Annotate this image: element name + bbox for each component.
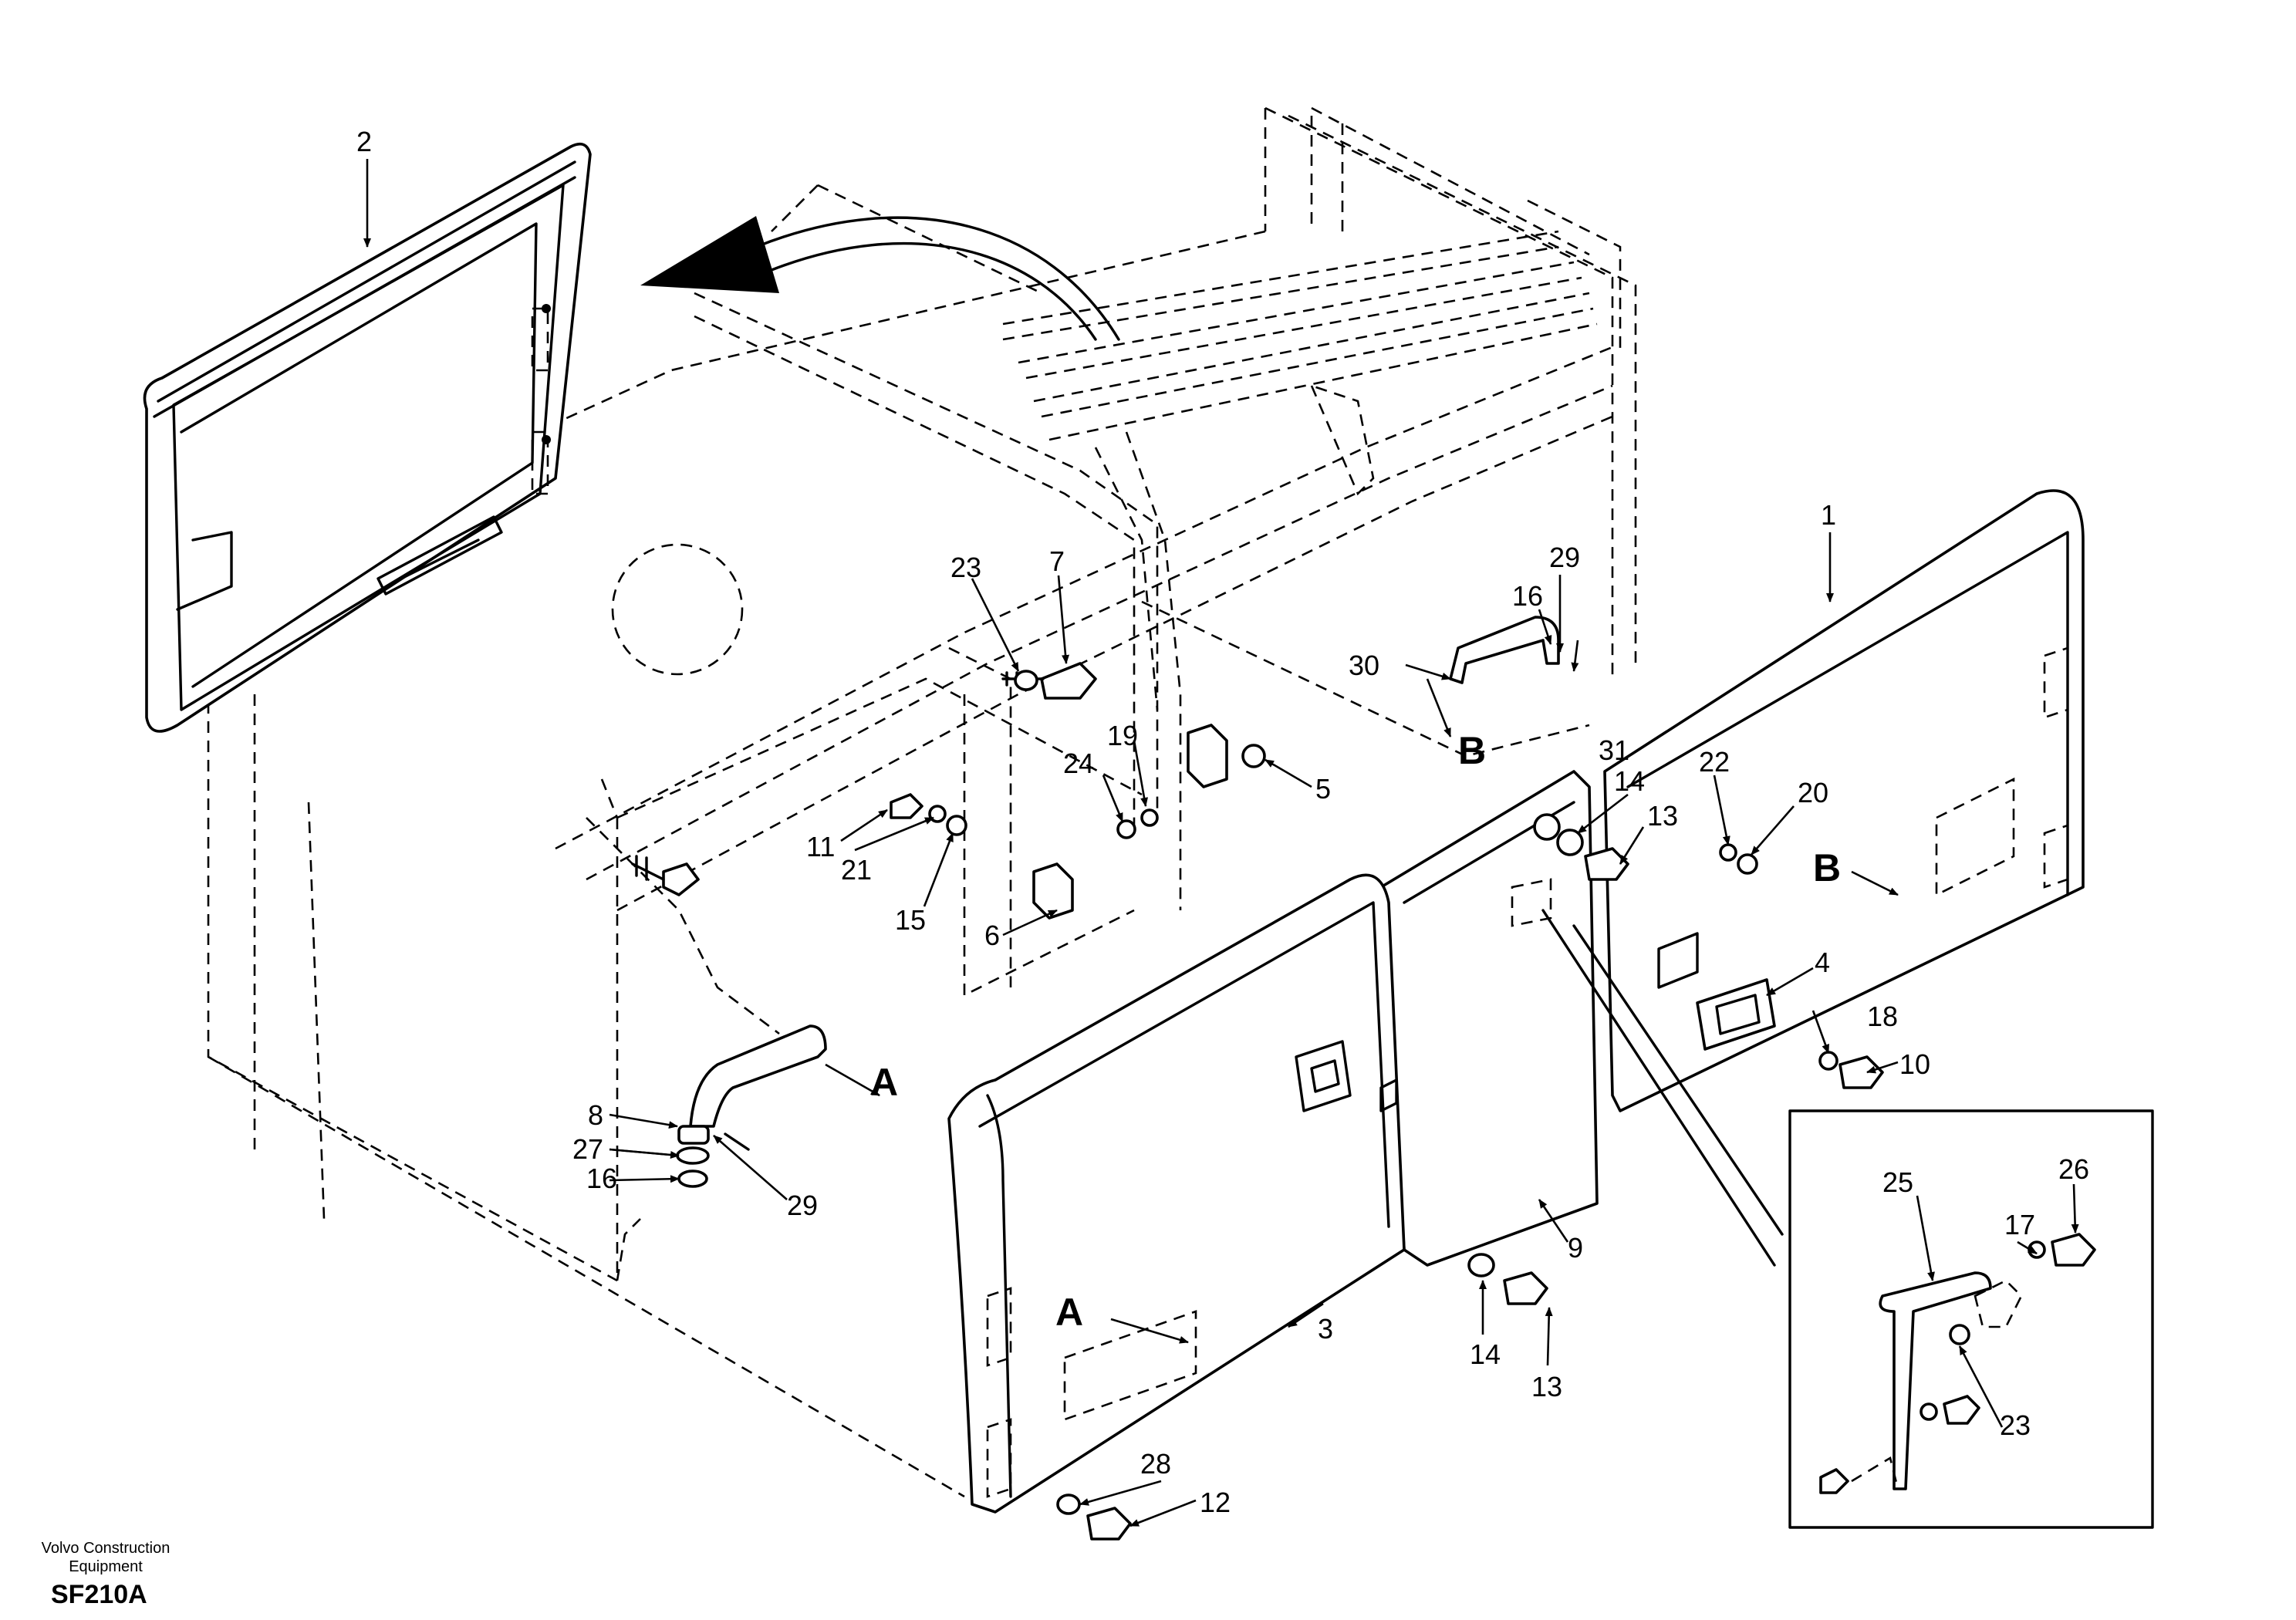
callout-7: 7 bbox=[1049, 545, 1065, 577]
callout-17: 17 bbox=[2004, 1209, 2035, 1240]
callout-16b: 16 bbox=[1512, 580, 1543, 612]
part-1-door-panel bbox=[1603, 489, 2085, 1112]
callout-26: 26 bbox=[2058, 1153, 2089, 1185]
callout-8: 8 bbox=[588, 1099, 603, 1131]
callout-29b: 29 bbox=[1549, 542, 1580, 573]
hardware-parts bbox=[631, 616, 1884, 1541]
part-3-door-panel bbox=[947, 873, 1406, 1514]
callout-27: 27 bbox=[572, 1133, 603, 1165]
callout-numbers: 2 1 3 4 5 6 7 8 9 10 11 12 13 13 14 14 1… bbox=[356, 126, 2089, 1518]
callout-13b: 13 bbox=[1531, 1371, 1562, 1402]
callout-30: 30 bbox=[1349, 650, 1379, 681]
callout-28: 28 bbox=[1140, 1448, 1171, 1480]
view-marker-b-upper: B bbox=[1458, 729, 1486, 772]
manufacturer-line-2: Equipment bbox=[69, 1558, 143, 1575]
swing-direction-arrow bbox=[640, 216, 1120, 341]
view-markers: A A B B bbox=[870, 729, 1841, 1334]
callout-3: 3 bbox=[1318, 1313, 1333, 1345]
callout-14a: 14 bbox=[1614, 765, 1645, 797]
callout-5: 5 bbox=[1315, 773, 1331, 805]
callout-15: 15 bbox=[895, 904, 926, 936]
drawing-code: SF210A bbox=[51, 1580, 147, 1609]
callout-16a: 16 bbox=[586, 1163, 617, 1194]
callout-11: 11 bbox=[806, 831, 835, 862]
callout-18: 18 bbox=[1867, 1001, 1898, 1032]
callout-12: 12 bbox=[1200, 1487, 1231, 1518]
callout-13a: 13 bbox=[1647, 800, 1678, 832]
callout-1: 1 bbox=[1821, 499, 1836, 531]
callout-leaders bbox=[363, 159, 2079, 1527]
callout-23b: 23 bbox=[2000, 1409, 2031, 1441]
callout-25: 25 bbox=[1882, 1166, 1913, 1198]
callout-10: 10 bbox=[1899, 1048, 1930, 1080]
machine-frame-outline bbox=[207, 106, 1637, 1498]
callout-24: 24 bbox=[1063, 748, 1094, 779]
callout-21: 21 bbox=[841, 854, 872, 886]
view-marker-a-lower: A bbox=[1055, 1291, 1083, 1334]
callout-4: 4 bbox=[1815, 947, 1830, 978]
manufacturer-name: Volvo Construction Equipment bbox=[17, 1539, 194, 1576]
view-marker-a-upper: A bbox=[870, 1061, 898, 1104]
part-2-door-panel bbox=[143, 142, 592, 733]
callout-2: 2 bbox=[356, 126, 372, 157]
callout-22: 22 bbox=[1699, 746, 1730, 778]
callout-9: 9 bbox=[1568, 1232, 1583, 1264]
callout-29a: 29 bbox=[787, 1190, 818, 1221]
callout-20: 20 bbox=[1798, 777, 1828, 808]
callout-31: 31 bbox=[1599, 734, 1629, 766]
callout-6: 6 bbox=[984, 920, 1000, 951]
callout-19: 19 bbox=[1107, 720, 1138, 751]
callout-14b: 14 bbox=[1470, 1338, 1501, 1370]
view-marker-b-right: B bbox=[1813, 846, 1841, 889]
callout-23a: 23 bbox=[950, 552, 981, 583]
manufacturer-line-1: Volvo Construction bbox=[41, 1540, 171, 1557]
